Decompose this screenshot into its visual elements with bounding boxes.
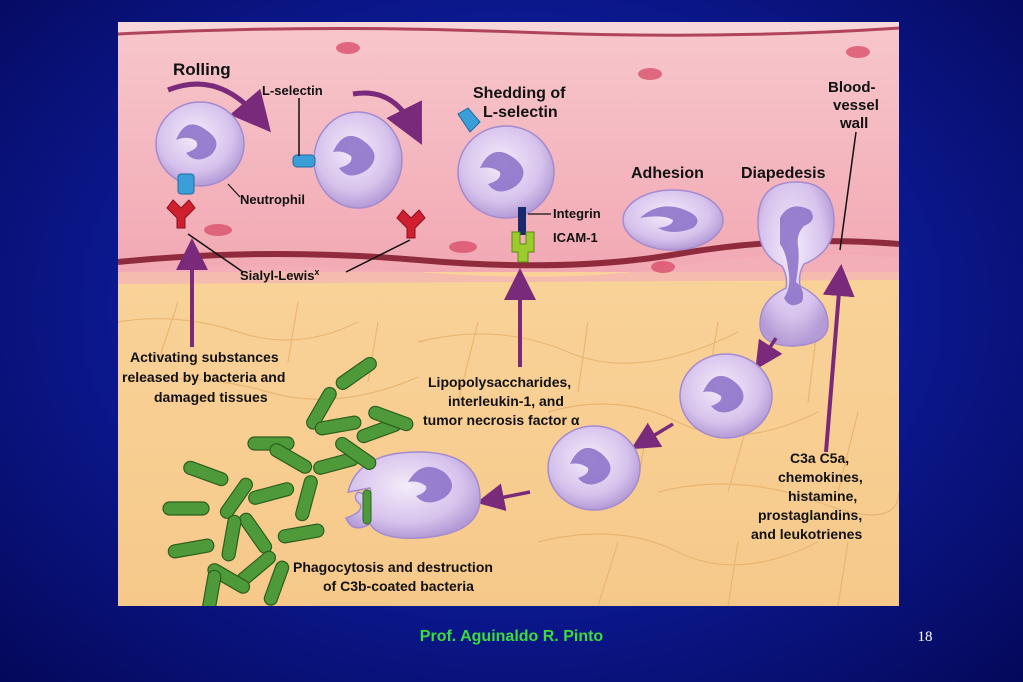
- neutrophil-tissue-1: [679, 353, 773, 439]
- neutrophil-tissue-2: [547, 425, 641, 511]
- page-number: 18: [917, 629, 933, 645]
- label-shedding-1: Shedding of: [473, 85, 566, 102]
- label-diapedesis: Diapedesis: [741, 165, 826, 182]
- inflammation-diagram: Rolling L-selectin Shedding of L-selecti…: [118, 22, 899, 606]
- label-c3a-1: C3a C5a,: [790, 450, 849, 466]
- label-phago-1: Phagocytosis and destruction: [293, 559, 493, 575]
- label-lps-3: tumor necrosis factor α: [423, 412, 580, 428]
- neutrophil-adhesion: [622, 189, 724, 251]
- sialyl-pointer-2: [345, 239, 411, 273]
- vessel-wall-pointer: [839, 131, 857, 251]
- rolling-arrow-1: [167, 81, 271, 133]
- rolling-arrow-2: [352, 90, 422, 145]
- label-blood-2: vessel: [833, 97, 879, 114]
- icam-1-icon: [511, 231, 535, 263]
- label-activating-1: Activating substances: [130, 349, 279, 365]
- label-lps-1: Lipopolysaccharides,: [428, 374, 571, 390]
- neutrophil-diapedesis: [757, 181, 835, 347]
- c3a-arrow: [822, 264, 855, 453]
- neutrophil-rolling-2: [313, 111, 403, 209]
- neutrophil-phagocytosing: [345, 451, 481, 539]
- bacteria-cluster: [162, 356, 414, 606]
- label-activating-2: released by bacteria and: [122, 369, 285, 385]
- label-shedding-2: L-selectin: [483, 104, 558, 121]
- label-integrin: Integrin: [553, 206, 601, 221]
- neutrophil-shedding: [457, 125, 555, 219]
- neutrophil-pointer: [227, 183, 241, 198]
- label-c3a-2: chemokines,: [778, 469, 863, 485]
- migration-arrow-2: [630, 422, 674, 450]
- footer-author: Prof. Aguinaldo R. Pinto: [419, 628, 604, 645]
- label-blood-3: wall: [839, 115, 868, 132]
- label-c3a-5: and leukotrienes: [751, 526, 862, 542]
- neutrophil-rolling-1: [155, 101, 245, 187]
- label-blood-1: Blood-: [828, 79, 875, 96]
- label-l-selectin: L-selectin: [262, 83, 323, 98]
- label-icam-1: ICAM-1: [553, 230, 598, 245]
- sialyl-lewis-receptor-1: [166, 199, 196, 229]
- label-neutrophil: Neutrophil: [240, 192, 305, 207]
- label-adhesion: Adhesion: [631, 165, 704, 182]
- tissue-cells: [118, 301, 899, 606]
- label-c3a-3: histamine,: [788, 488, 857, 504]
- label-lps-2: interleukin-1, and: [448, 393, 564, 409]
- label-phago-2: of C3b-coated bacteria: [323, 578, 474, 594]
- sialyl-lewis-receptor-2: [396, 209, 426, 239]
- label-c3a-4: prostaglandins,: [758, 507, 862, 523]
- l-selectin-shed-icon: [457, 107, 481, 133]
- l-selectin-on-cell: [177, 173, 195, 195]
- label-rolling: Rolling: [173, 60, 231, 79]
- l-selectin-icon: [292, 154, 316, 168]
- migration-arrow-1: [755, 337, 783, 370]
- label-activating-3: damaged tissues: [154, 389, 268, 405]
- migration-arrow-3: [476, 483, 531, 511]
- label-sialyl-lewis: Sialyl-Lewisx: [240, 267, 319, 283]
- integrin-icon: [518, 207, 526, 235]
